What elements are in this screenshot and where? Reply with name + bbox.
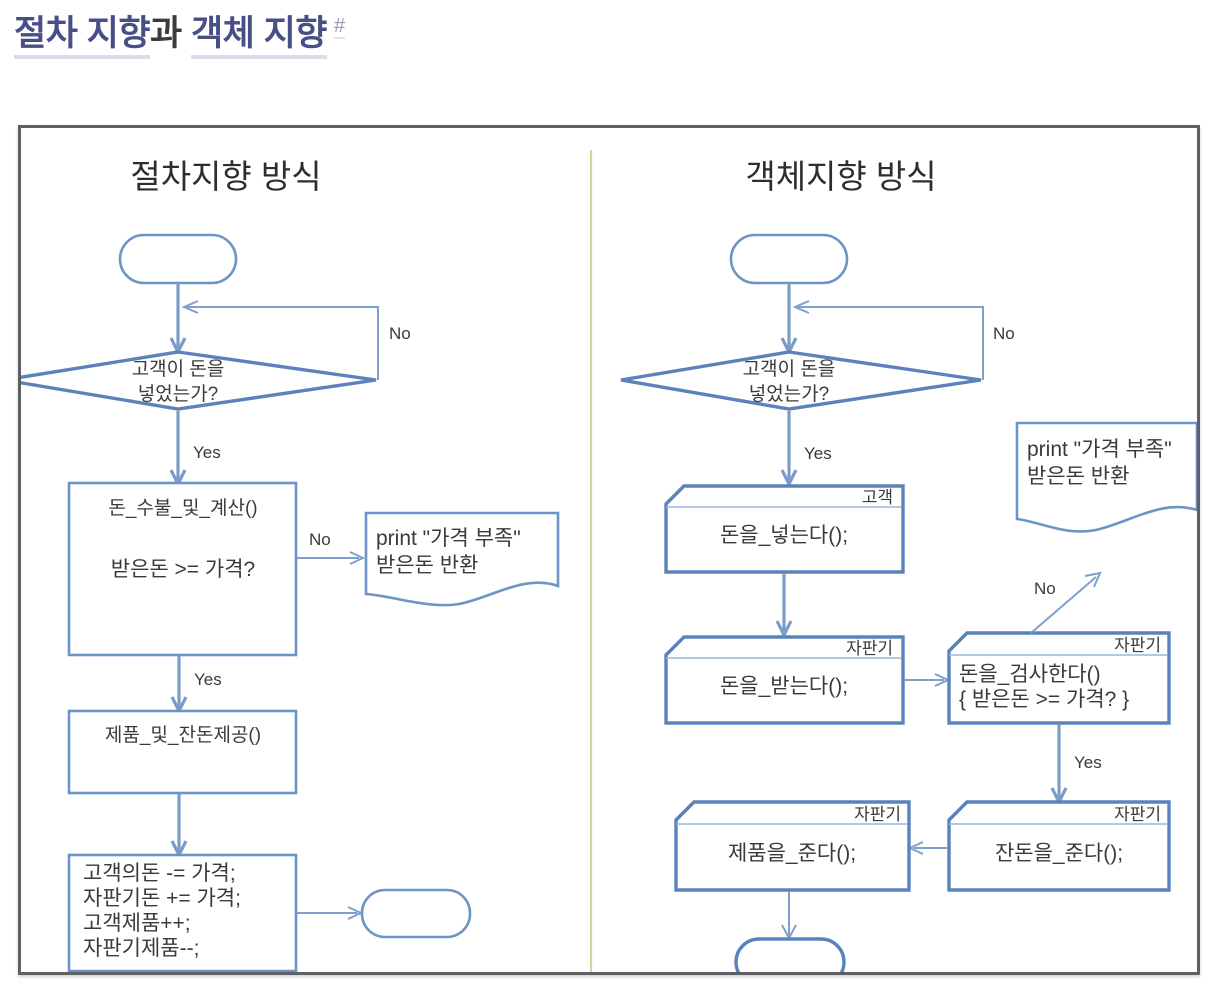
right-document-node — [1015, 421, 1197, 533]
left-decision-node — [21, 350, 377, 411]
right-step-2-actor: 자판기 — [846, 639, 893, 658]
left-panel: 절차지향 방식 No 고객이 돈을 넣었는가? Yes 돈_수불_및_계산() … — [21, 158, 560, 972]
left-start-node — [118, 233, 238, 285]
left-document-line2: 받은돈 반환 — [376, 554, 478, 577]
anchor-link-icon[interactable]: # — [334, 15, 345, 40]
right-arrowhead-2 — [780, 469, 798, 488]
left-end-node — [360, 888, 472, 939]
left-decision-line1: 고객이 돈을 — [132, 358, 225, 380]
right-edge-no-loop — [798, 306, 984, 380]
left-decision-line2: 넣었는가? — [138, 383, 219, 405]
right-start-node — [729, 233, 849, 285]
right-step-2-call: 돈을_받는다(); — [720, 675, 848, 698]
left-label-yes-1: Yes — [193, 443, 221, 462]
left-arrowhead-loop — [181, 300, 199, 314]
right-step-1-actor: 고객 — [862, 488, 893, 507]
left-label-yes-2: Yes — [194, 670, 222, 689]
left-edge-no-loop — [187, 306, 379, 380]
right-end-node — [734, 937, 846, 972]
left-label-no-2: No — [309, 530, 331, 549]
right-step-5-call: 제품을_준다(); — [728, 842, 856, 865]
right-step-1-call: 돈을_넣는다(); — [720, 524, 848, 547]
left-process-3-line2: 자판기돈 += 가격; — [83, 887, 241, 910]
right-step-1: 고객 돈을_넣는다(); — [664, 484, 905, 574]
left-label-no-loop: No — [389, 324, 411, 343]
right-step-5: 자판기 제품을_준다(); — [674, 800, 911, 892]
right-arrowhead-3 — [775, 620, 793, 639]
right-step-3-call-line2: { 받은돈 >= 가격? } — [959, 688, 1129, 711]
right-edge-no-2 — [1030, 576, 1097, 634]
right-document-line2: 받은돈 반환 — [1027, 465, 1129, 488]
right-step-3-call-line1: 돈을_검사한다() — [959, 663, 1101, 686]
flowchart-figure: 절차지향 방식 No 고객이 돈을 넣었는가? Yes 돈_수불_및_계산() … — [18, 125, 1200, 975]
right-step-5-actor: 자판기 — [854, 805, 901, 824]
left-process-1 — [67, 481, 298, 657]
left-process-3 — [67, 853, 298, 972]
right-arrowhead-loop — [792, 300, 810, 314]
right-step-4: 자판기 잔돈을_준다(); — [947, 800, 1171, 892]
page-title-link-2[interactable]: 객체 지향 — [190, 14, 328, 59]
right-label-no-2: No — [1034, 579, 1056, 598]
right-label-no-loop: No — [993, 324, 1015, 343]
page-title-plain: 과 — [150, 14, 191, 53]
right-step-3-actor: 자판기 — [1114, 636, 1161, 655]
left-process-3-line3: 고객제품++; — [83, 912, 191, 935]
left-document-node — [364, 511, 560, 607]
left-process-3-line1: 고객의돈 -= 가격; — [83, 862, 236, 885]
left-panel-title: 절차지향 방식 — [130, 158, 321, 195]
right-decision-line1: 고객이 돈을 — [743, 358, 836, 380]
right-panel-title: 객체지향 방식 — [745, 158, 936, 195]
left-arrowhead-3 — [349, 551, 366, 565]
left-process-3-line4: 자판기제품--; — [83, 937, 199, 960]
left-process-2 — [67, 709, 298, 795]
right-arrowhead-5 — [1084, 571, 1102, 588]
right-step-4-actor: 자판기 — [1114, 805, 1161, 824]
right-label-yes-2: Yes — [1074, 753, 1102, 772]
right-decision-line2: 넣었는가? — [749, 383, 830, 405]
page-title: 절차 지향과 객체 지향# — [14, 12, 345, 59]
left-document-line1: print "가격 부족" — [376, 527, 521, 550]
right-label-yes-1: Yes — [804, 444, 832, 463]
right-document-line1: print "가격 부족" — [1027, 438, 1172, 461]
left-process-1-line2: 받은돈 >= 가격? — [111, 558, 255, 581]
left-process-1-line1: 돈_수불_및_계산() — [108, 497, 257, 519]
right-step-2: 자판기 돈을_받는다(); — [664, 635, 905, 725]
right-decision-node — [620, 350, 982, 411]
page-title-link-1[interactable]: 절차 지향 — [14, 14, 151, 59]
right-step-3: 자판기 돈을_검사한다() { 받은돈 >= 가격? } — [947, 631, 1171, 725]
right-step-4-call: 잔돈을_준다(); — [995, 842, 1123, 865]
left-process-2-text: 제품_및_잔돈제공() — [105, 724, 261, 746]
right-panel: 객체지향 방식 No 고객이 돈을 넣었는가? Yes 고객 돈을_넣는다(); — [620, 158, 1197, 972]
